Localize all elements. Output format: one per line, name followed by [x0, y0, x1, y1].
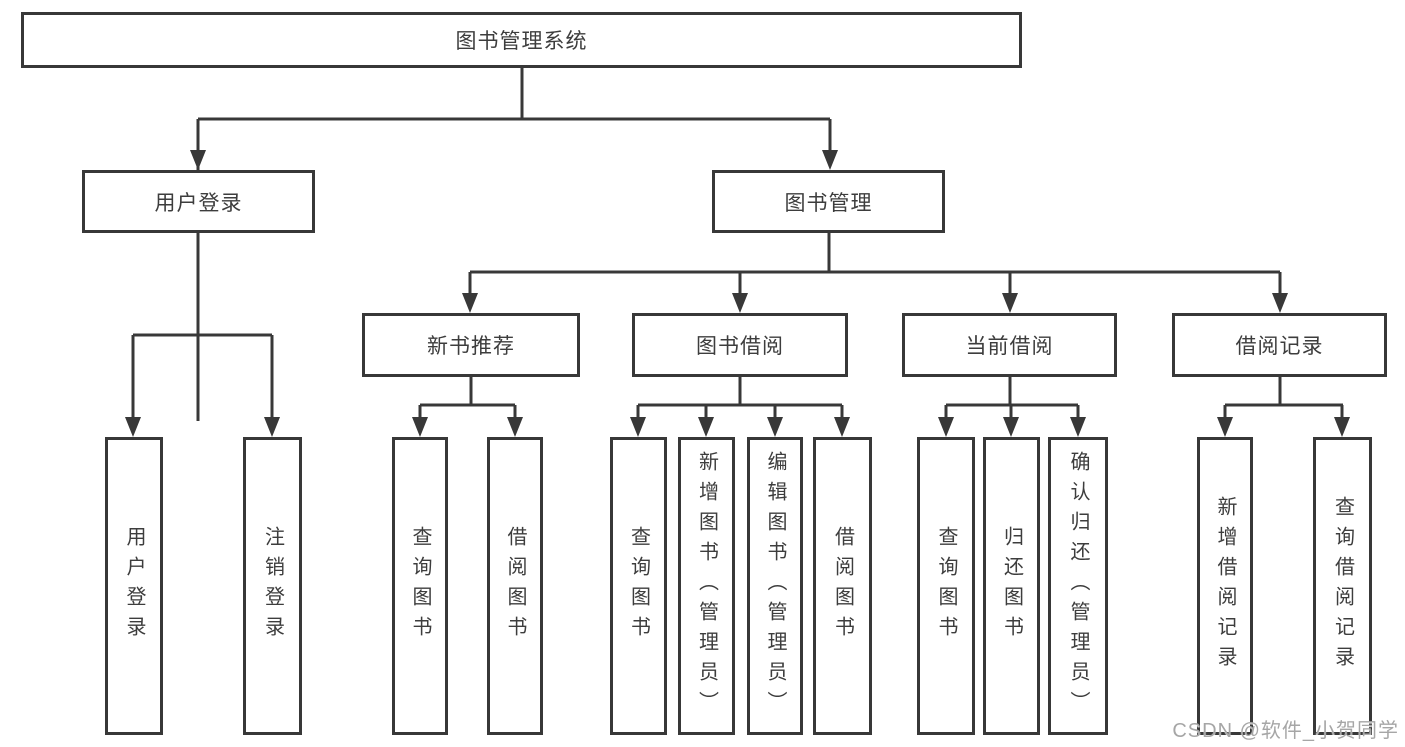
- node-label: 图书借阅: [696, 335, 784, 358]
- node-book-management-branch: 图书管理: [712, 170, 945, 233]
- node-label: 借阅记录: [1235, 335, 1324, 358]
- node-new-book-recommend: 新书推荐: [362, 313, 580, 377]
- node-label: 查询图书: [627, 526, 650, 646]
- node-user-login-branch: 用户登录: [82, 170, 315, 233]
- node-label: 借阅图书: [504, 526, 526, 646]
- node-query-books-current: 查询图书: [917, 437, 975, 735]
- node-label: 确认归还（管理员）: [1067, 451, 1089, 721]
- node-current-borrowing: 当前借阅: [902, 313, 1117, 377]
- node-label: 用户登录: [154, 191, 243, 215]
- node-book-borrowing: 图书借阅: [632, 313, 848, 377]
- node-label: 查询图书: [409, 526, 431, 646]
- node-label: 新增借阅记录: [1214, 496, 1236, 676]
- node-label: 编辑图书（管理员）: [764, 451, 786, 721]
- node-label: 查询图书: [935, 526, 957, 646]
- node-label: 当前借阅: [965, 335, 1054, 358]
- node-query-borrow-record: 查询借阅记录: [1313, 437, 1372, 735]
- node-label: 新书推荐: [427, 335, 515, 358]
- node-label: 图书管理: [784, 191, 873, 215]
- node-query-books-borrow: 查询图书: [610, 437, 667, 735]
- node-add-books-admin: 新增图书（管理员）: [678, 437, 735, 735]
- node-return-books: 归还图书: [983, 437, 1040, 735]
- node-query-books-recommend: 查询图书: [392, 437, 448, 735]
- node-label: 归还图书: [1000, 526, 1023, 646]
- node-borrow-books-leaf: 借阅图书: [813, 437, 872, 735]
- node-borrow-books-recommend: 借阅图书: [487, 437, 543, 735]
- node-label: 查询借阅记录: [1331, 496, 1354, 676]
- arrowheads: [125, 150, 1350, 437]
- csdn-watermark: CSDN @软件_小贺同学: [1172, 720, 1399, 742]
- node-label: 图书管理系统: [455, 30, 588, 53]
- node-user-login-leaf: 用户登录: [105, 437, 163, 735]
- node-label: 新增图书（管理员）: [695, 451, 718, 721]
- node-label: 注销登录: [261, 526, 284, 646]
- node-label: 借阅图书: [831, 526, 854, 646]
- node-library-management-system: 图书管理系统: [21, 12, 1022, 68]
- node-add-borrow-record: 新增借阅记录: [1197, 437, 1253, 735]
- node-confirm-return-admin: 确认归还（管理员）: [1048, 437, 1108, 735]
- node-edit-books-admin: 编辑图书（管理员）: [747, 437, 803, 735]
- node-label: 用户登录: [123, 526, 145, 646]
- node-borrowing-records: 借阅记录: [1172, 313, 1387, 377]
- node-logout-leaf: 注销登录: [243, 437, 302, 735]
